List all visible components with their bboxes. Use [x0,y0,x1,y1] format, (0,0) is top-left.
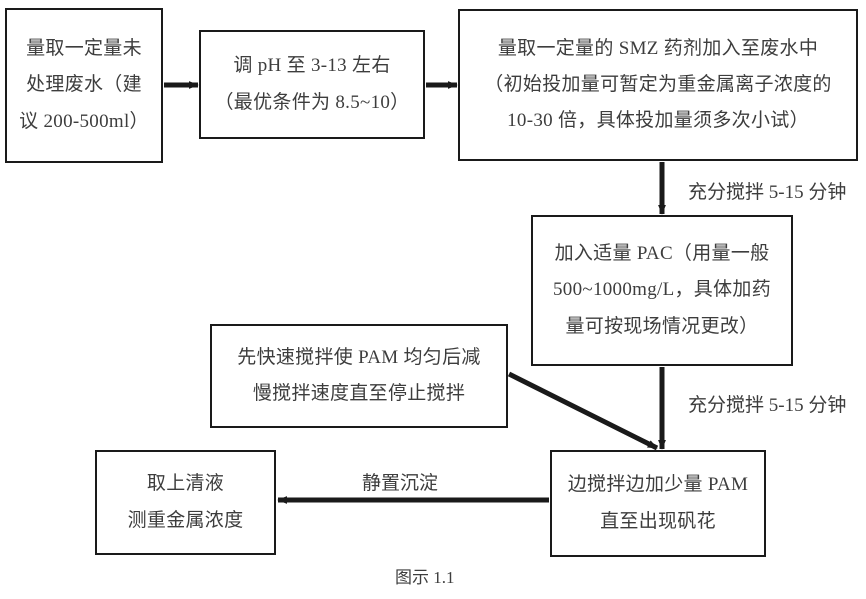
node-text-line: 10-30 倍，具体投加量须多次小试） [507,110,809,132]
node-add-smz[interactable]: 量取一定量的 SMZ 药剂加入至废水中 （初始投加量可暂定为重金属离子浓度的 1… [458,9,858,161]
edge-label-stir-smz-to-pac: 充分搅拌 5-15 分钟 [688,182,847,203]
node-adjust-ph[interactable]: 调 pH 至 3-13 左右 （最优条件为 8.5~10） [199,30,425,139]
node-text-line: 先快速搅拌使 PAM 均匀后减 [237,346,481,368]
node-text-line: 直至出现矾花 [600,510,716,532]
node-text-line: 取上清液 [146,473,225,495]
edge-label-stir-pac-to-pam: 充分搅拌 5-15 分钟 [688,395,847,416]
figure-caption: 图示 1.1 [395,568,455,587]
node-measure-wastewater[interactable]: 量取一定量未 处理废水（建 议 200-500ml） [5,8,163,163]
node-text-line: （初始投加量可暂定为重金属离子浓度的 [484,73,832,95]
node-text-line: 500~1000mg/L，具体加药 [552,279,772,301]
node-text-line: 边搅拌边加少量 PAM [567,474,749,496]
node-text-line: 慢搅拌速度直至停止搅拌 [252,383,466,404]
node-text-line: 调 pH 至 3-13 左右 [233,55,391,77]
node-pam-stirring-instruction[interactable]: 先快速搅拌使 PAM 均匀后减 慢搅拌速度直至停止搅拌 [210,324,508,428]
node-measure-supernatant[interactable]: 取上清液 测重金属浓度 [95,450,276,555]
edge-label-settle: 静置沉淀 [362,473,439,494]
node-add-pac[interactable]: 加入适量 PAC（用量一般 500~1000mg/L，具体加药 量可按现场情况更… [531,215,793,366]
node-text-line: 议 200-500ml） [19,110,149,132]
node-text-line: 测重金属浓度 [127,509,244,531]
node-text-line: 量可按现场情况更改） [565,315,759,337]
arrow-pam-stir-to-pam-add [507,371,659,451]
node-add-pam[interactable]: 边搅拌边加少量 PAM 直至出现矾花 [550,450,766,557]
node-text-line: （最优条件为 8.5~10） [214,91,410,113]
node-text-line: 加入适量 PAC（用量一般 [554,243,770,265]
node-text-line: 量取一定量的 SMZ 药剂加入至废水中 [497,37,819,59]
node-text-line: 处理废水（建 [26,74,142,96]
node-text-line: 量取一定量未 [26,38,142,60]
